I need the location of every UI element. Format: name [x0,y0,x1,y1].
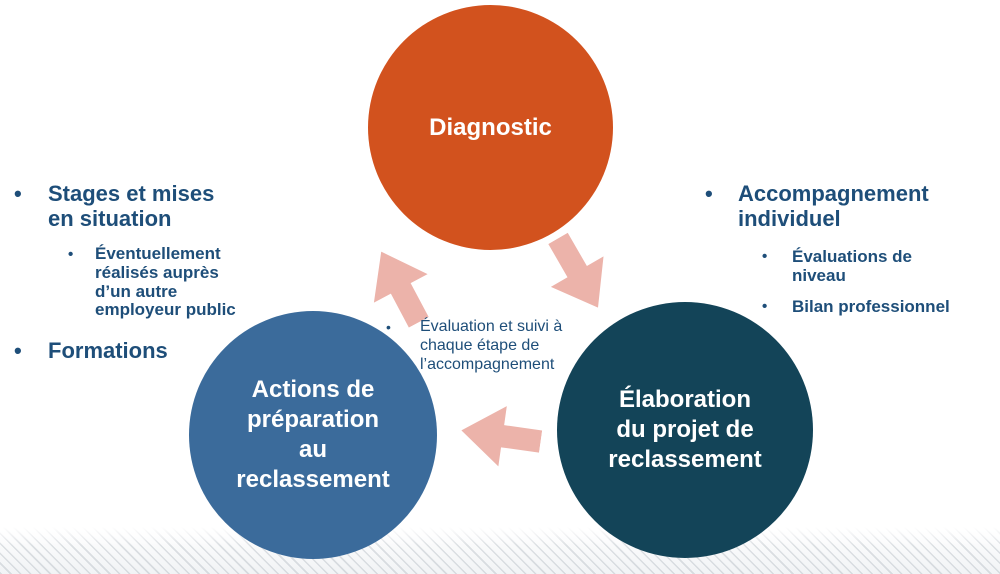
block-arrow-icon [461,406,543,467]
list-item: • Formations [14,338,324,363]
cycle-arrow-actions-to-diagnostic [354,237,446,337]
cycle-node-actions: Actions de préparation au reclassement [189,311,437,559]
list-subitem: • Bilan professionnel [762,297,1000,316]
bullet-icon: • [762,248,768,266]
cycle-node-elaboration: Élaboration du projet de reclassement [557,302,813,558]
list-subitem: • Éventuellement réalisés auprès d’un au… [68,244,324,320]
list-subitem-label: Évaluations de niveau [792,247,912,286]
background-texture [0,527,1000,574]
list-item-label: Accompagnement individuel [738,181,929,232]
cycle-node-label: Actions de préparation au reclassement [236,376,390,493]
list-item-label: Formations [48,337,168,363]
list-item: • Stages et mises en situation [14,181,324,231]
cycle-arrow-elaboration-to-actions [457,399,545,474]
cycle-node-label: Élaboration du projet de reclassement [608,386,762,473]
bullet-icon: • [14,337,22,363]
cycle-node-label: Diagnostic [429,113,552,141]
list-item: • Accompagnement individuel [705,181,1000,231]
center-note-text: Évaluation et suivi à chaque étape de l’… [420,318,563,373]
list-subitem-label: Éventuellement réalisés auprès d’un autr… [95,244,236,320]
cycle-arrow-diagnostic-to-elaboration [531,223,625,323]
block-arrow-icon [373,251,429,328]
bullet-list-left: • Stages et mises en situation • Éventue… [14,181,324,363]
bullet-icon: • [68,246,74,264]
list-subitem-label: Bilan professionnel [792,297,950,317]
bullet-icon: • [386,319,391,335]
block-arrow-icon [548,232,604,308]
bullet-list-right: • Accompagnement individuel • Évaluation… [705,181,1000,316]
list-subitem: • Évaluations de niveau [762,247,1000,285]
bullet-icon: • [705,181,713,206]
cycle-node-diagnostic: Diagnostic [368,5,613,250]
center-note: • Évaluation et suivi à chaque étape de … [386,318,596,375]
bullet-icon: • [762,298,768,316]
list-item-label: Stages et mises en situation [48,181,215,232]
bullet-icon: • [14,181,22,206]
